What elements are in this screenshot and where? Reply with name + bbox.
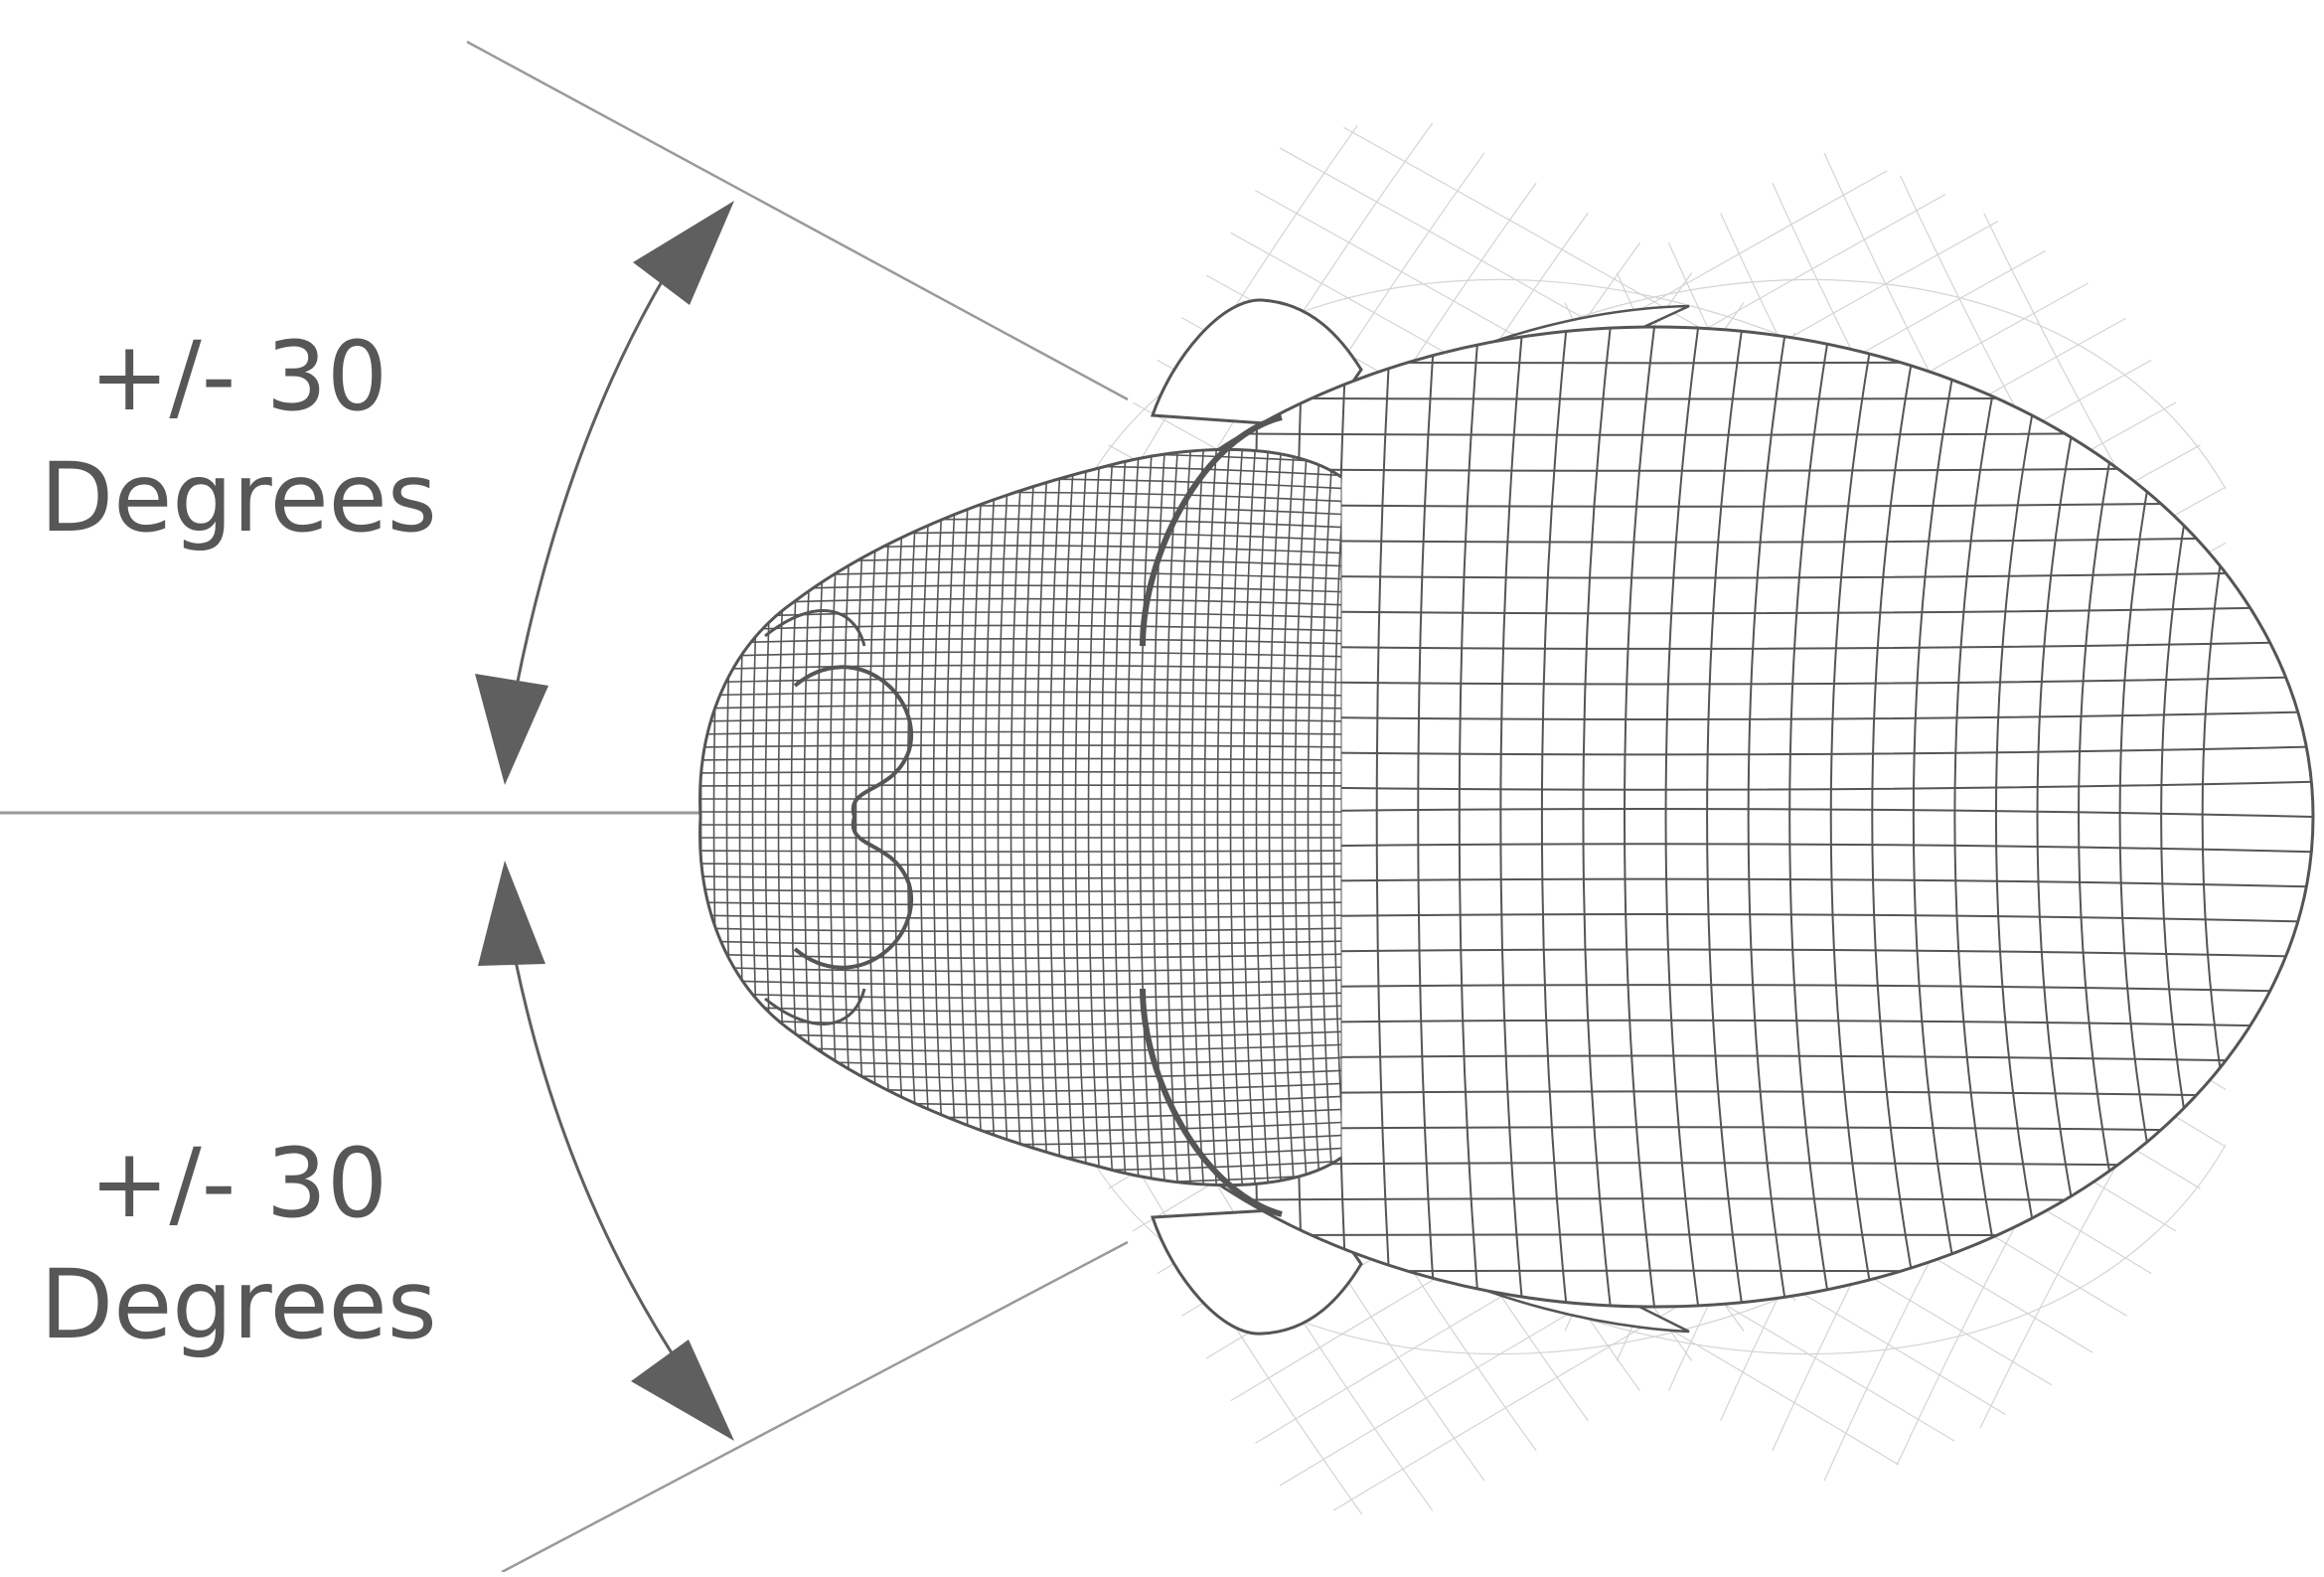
- face-mesh-meridian: [689, 437, 701, 1197]
- upper-angle-value: +/- 30: [20, 316, 457, 437]
- upper-arc: [507, 250, 681, 740]
- lower-arrowhead-top: [478, 861, 545, 966]
- lower-angle-value: +/- 30: [20, 1123, 457, 1244]
- upper-angle-label: +/- 30 Degrees: [20, 316, 457, 558]
- lower-limit-line: [502, 1242, 1128, 1572]
- upper-arrowhead-bottom: [475, 674, 548, 785]
- upper-angle-unit: Degrees: [20, 437, 457, 558]
- head-wireframe: [689, 300, 2314, 1334]
- upper-limit-line: [467, 42, 1128, 399]
- upper-angle-arrow: [475, 201, 734, 785]
- lower-angle-label: +/- 30 Degrees: [20, 1123, 457, 1365]
- lower-arc: [507, 914, 684, 1371]
- lower-angle-arrow: [478, 861, 734, 1441]
- upper-arrowhead-top: [633, 201, 734, 305]
- lower-angle-unit: Degrees: [20, 1244, 457, 1365]
- lower-arrowhead-bottom: [631, 1340, 734, 1441]
